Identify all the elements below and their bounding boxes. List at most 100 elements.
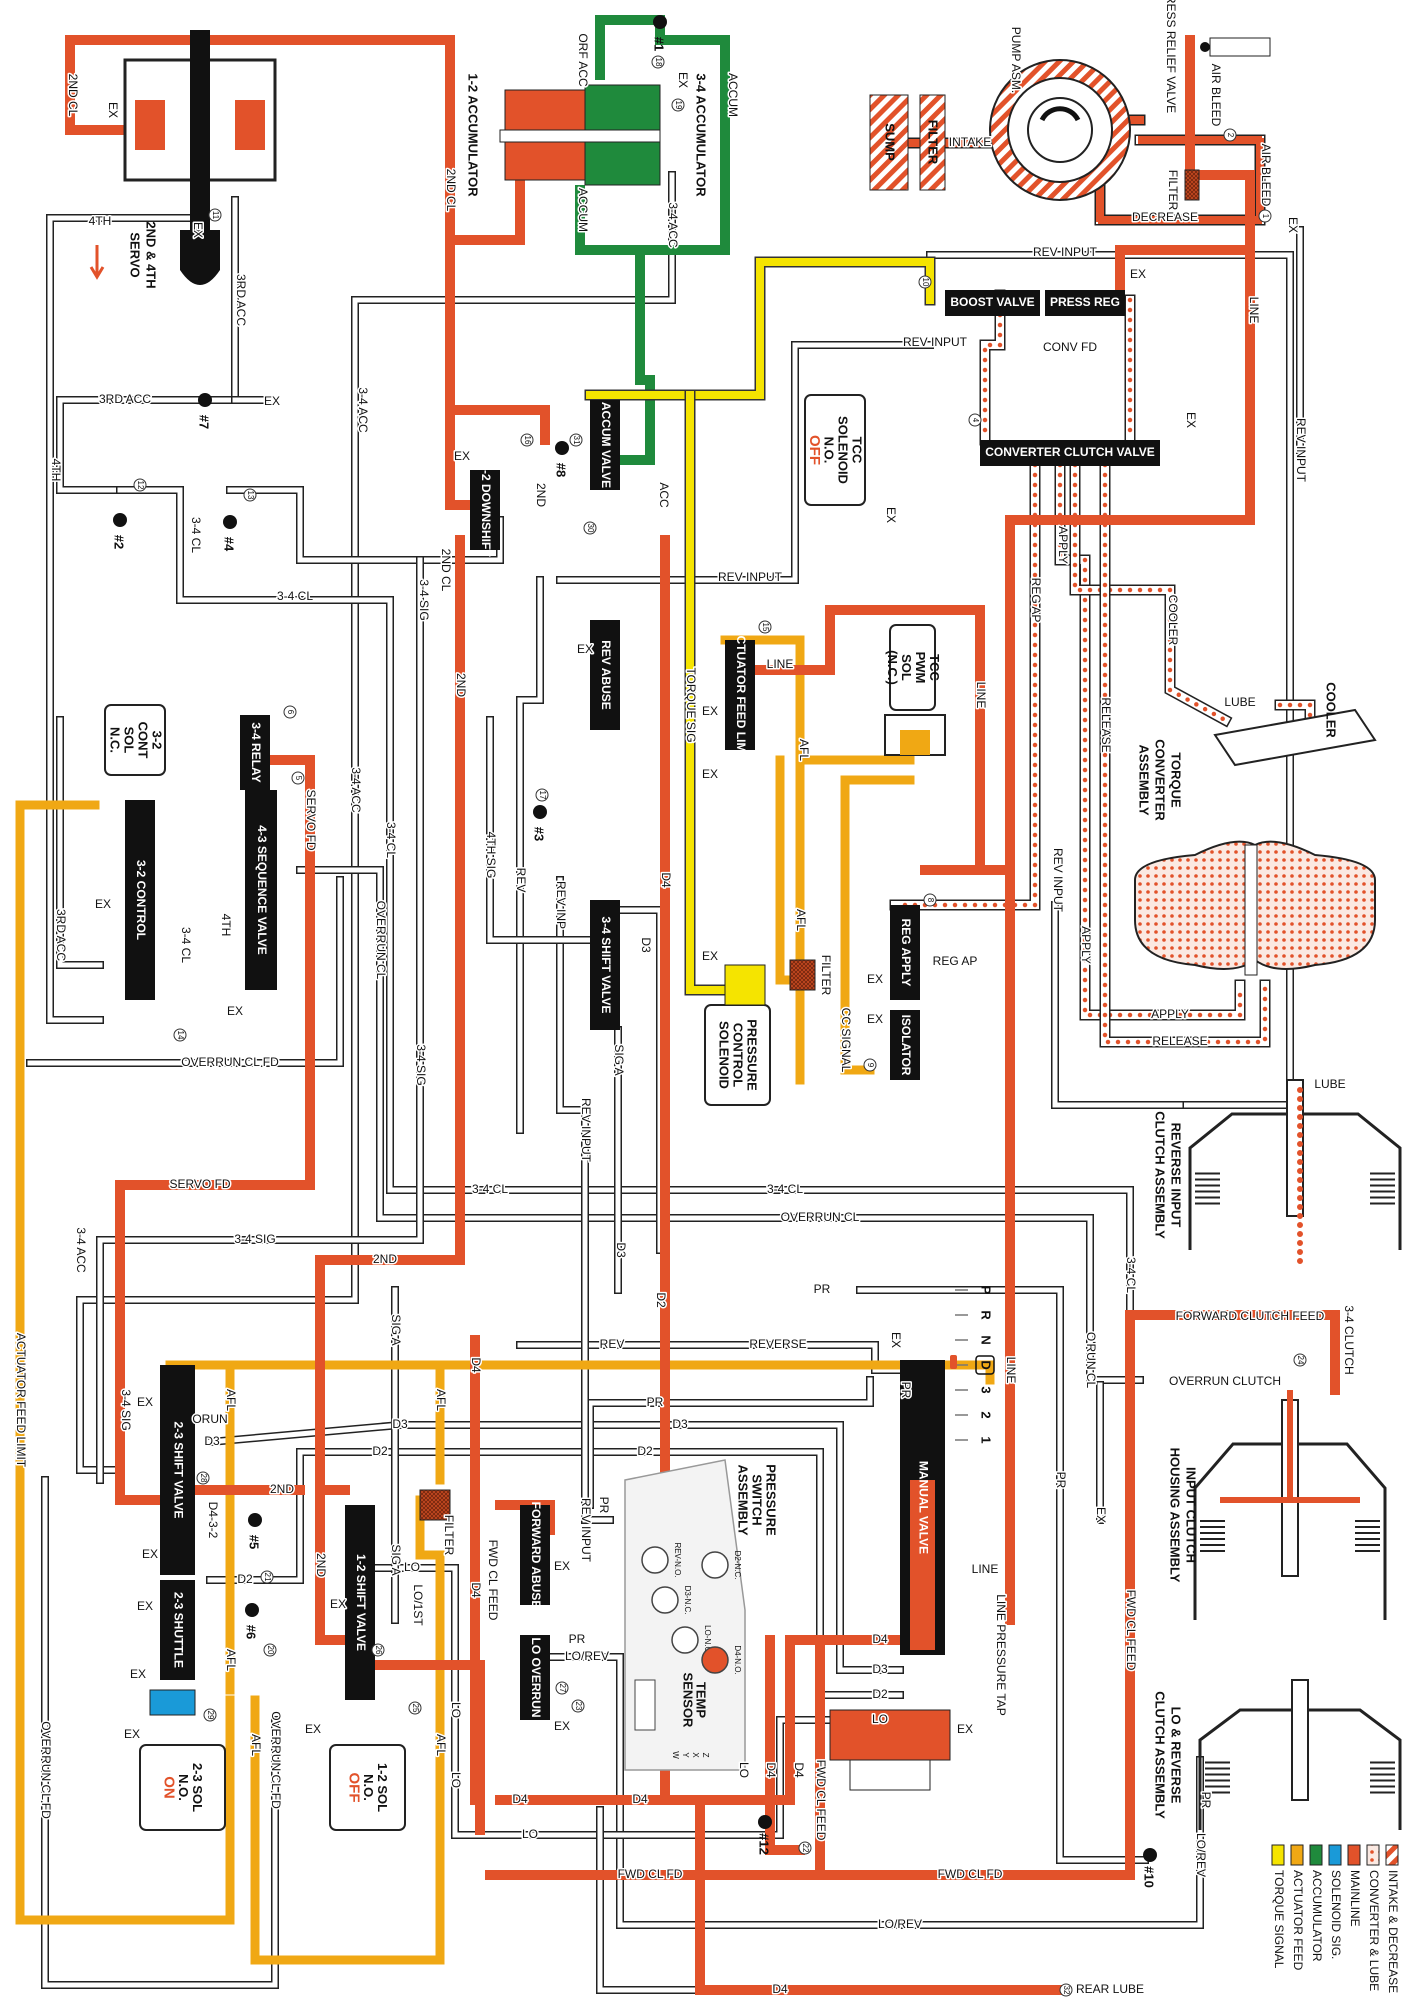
line-label: EX bbox=[577, 642, 593, 656]
valve-converter-clutch-valve: CONVERTER CLUTCH VALVE bbox=[980, 440, 1160, 466]
line-label: LO bbox=[522, 1827, 538, 1841]
line-label: APPLY bbox=[1151, 1007, 1189, 1021]
solenoid-state: OFF bbox=[346, 1773, 363, 1803]
line-label: D4 bbox=[469, 1582, 483, 1598]
line-label: EX bbox=[554, 1559, 570, 1573]
orifice-number: 23 bbox=[574, 1702, 583, 1711]
line-label: D2 bbox=[637, 1444, 653, 1458]
orifice-icon bbox=[1223, 128, 1237, 142]
torque-signal-lines bbox=[584, 256, 936, 996]
line-label: 2ND bbox=[314, 1553, 328, 1577]
relief-spring bbox=[1209, 37, 1271, 57]
line-label: 3-4 ACC bbox=[356, 387, 370, 433]
solenoid-body bbox=[104, 704, 166, 776]
line-label: RELEASE bbox=[1099, 697, 1113, 752]
orifice-number: 10 bbox=[921, 278, 930, 287]
line-label: EX bbox=[305, 1722, 321, 1736]
line-label: OVERRUN CLUTCH bbox=[1169, 1374, 1281, 1388]
orifice-number: 20 bbox=[266, 1646, 275, 1655]
gear-position-d[interactable]: D bbox=[979, 1360, 994, 1369]
check-ball-label: #2 bbox=[112, 535, 127, 549]
forward-clutch-piston bbox=[829, 1709, 951, 1791]
valve-body bbox=[890, 1010, 920, 1080]
check-ball-label: #4 bbox=[222, 537, 237, 552]
port-label: D2-N.C. bbox=[733, 1551, 742, 1580]
line-label: ACCUM bbox=[576, 188, 590, 232]
line-label: EX bbox=[106, 102, 120, 118]
legend-item-dots: CONVERTER & LUBE bbox=[1366, 1844, 1381, 1991]
hydraulic-line bbox=[537, 1654, 1203, 1928]
actuator-feed-line bbox=[250, 1495, 445, 1965]
gear-position-2[interactable]: 2 bbox=[979, 1411, 994, 1418]
check-ball-label: #8 bbox=[554, 463, 569, 477]
orifice-number: 11 bbox=[211, 211, 220, 220]
line-label: LINE PRESSURE TAP bbox=[994, 1594, 1008, 1716]
gear-position-1[interactable]: 1 bbox=[979, 1436, 994, 1443]
legend-swatch bbox=[1347, 1844, 1361, 1866]
line-label: D4 bbox=[469, 1357, 483, 1373]
line-label: EX bbox=[124, 1727, 140, 1741]
line-label: REG AP bbox=[1029, 578, 1043, 623]
legend-swatch bbox=[1271, 1844, 1285, 1866]
line-label: EX bbox=[957, 1722, 973, 1736]
line-label: AFL bbox=[224, 1649, 238, 1671]
gear-position-3[interactable]: 3 bbox=[979, 1386, 994, 1393]
servo-label: SERVO bbox=[128, 232, 143, 277]
line-label: EX bbox=[1184, 412, 1198, 428]
gear-position-p[interactable]: P bbox=[979, 1286, 994, 1295]
gear-position-n[interactable]: N bbox=[979, 1335, 994, 1344]
orifice-number: 30 bbox=[586, 524, 595, 533]
valve-label: ISOLATOR bbox=[899, 1015, 913, 1076]
valve-label: REG APPLY bbox=[899, 919, 913, 987]
line-label: D3 bbox=[639, 937, 653, 953]
check-ball-label: #12 bbox=[757, 1833, 772, 1855]
orifice-icon bbox=[371, 1643, 385, 1657]
mainline-line bbox=[375, 1660, 485, 1835]
solenoid-label: (N.C.) bbox=[885, 650, 900, 685]
hydraulic-line bbox=[981, 291, 1004, 444]
valve-manual-valve: MANUAL VALVE bbox=[900, 1360, 945, 1655]
line-label: EX bbox=[137, 1599, 153, 1613]
pressure-switch-port bbox=[641, 1546, 669, 1574]
sensor-pin-label: X bbox=[691, 1752, 700, 1758]
orifice-number: 29 bbox=[206, 1711, 215, 1720]
orifice-icon bbox=[671, 98, 685, 112]
pcs-label: CONTROL bbox=[731, 1023, 746, 1087]
hydraulic-line bbox=[1052, 902, 1183, 1108]
line-label: EX bbox=[95, 897, 111, 911]
legend-item-accumulator: ACCUMULATOR bbox=[1309, 1844, 1324, 1962]
line-label: EX bbox=[867, 1012, 883, 1026]
line-label: PR bbox=[1199, 1792, 1213, 1809]
line-label: 2ND CL bbox=[439, 549, 453, 592]
legend-label: SOLENOID SIG. bbox=[1329, 1870, 1343, 1959]
solenoid-body bbox=[329, 1744, 406, 1831]
orifice-icon bbox=[863, 1058, 877, 1072]
gear-position-r[interactable]: R bbox=[979, 1310, 994, 1320]
sensor-pin-label: W bbox=[671, 1751, 680, 1759]
valve-lo-overrun: LO OVERRUN bbox=[520, 1635, 550, 1720]
orifice-number: 5 bbox=[294, 776, 303, 781]
valve-body bbox=[890, 905, 920, 1000]
line-label: LO bbox=[872, 1712, 888, 1726]
gear-selector[interactable]: P R N D 3 2 1 bbox=[950, 1286, 995, 1444]
filter-icon bbox=[419, 1489, 451, 1521]
valve-label: FORWARD ABUSE bbox=[529, 1502, 543, 1609]
line-label: EX bbox=[702, 949, 718, 963]
line-label: FORWARD CLUTCH FEED bbox=[1176, 1309, 1325, 1323]
line-label: EX bbox=[676, 72, 690, 88]
check-ball-icon bbox=[113, 513, 127, 527]
line-label: AIR BLEED bbox=[1209, 64, 1223, 127]
orifice-number: 8 bbox=[926, 898, 935, 903]
line-label: 3RD ACC bbox=[54, 909, 68, 961]
line-label: ACTUATOR FEED LIMIT bbox=[14, 1333, 28, 1468]
valve-label: BOOST VALVE bbox=[950, 295, 1034, 309]
line-label: AFL bbox=[224, 1389, 238, 1411]
orifice-number: 21 bbox=[263, 1573, 272, 1582]
torque-converter-label: TORQUE bbox=[1169, 752, 1184, 808]
legend-swatch bbox=[1385, 1844, 1399, 1866]
